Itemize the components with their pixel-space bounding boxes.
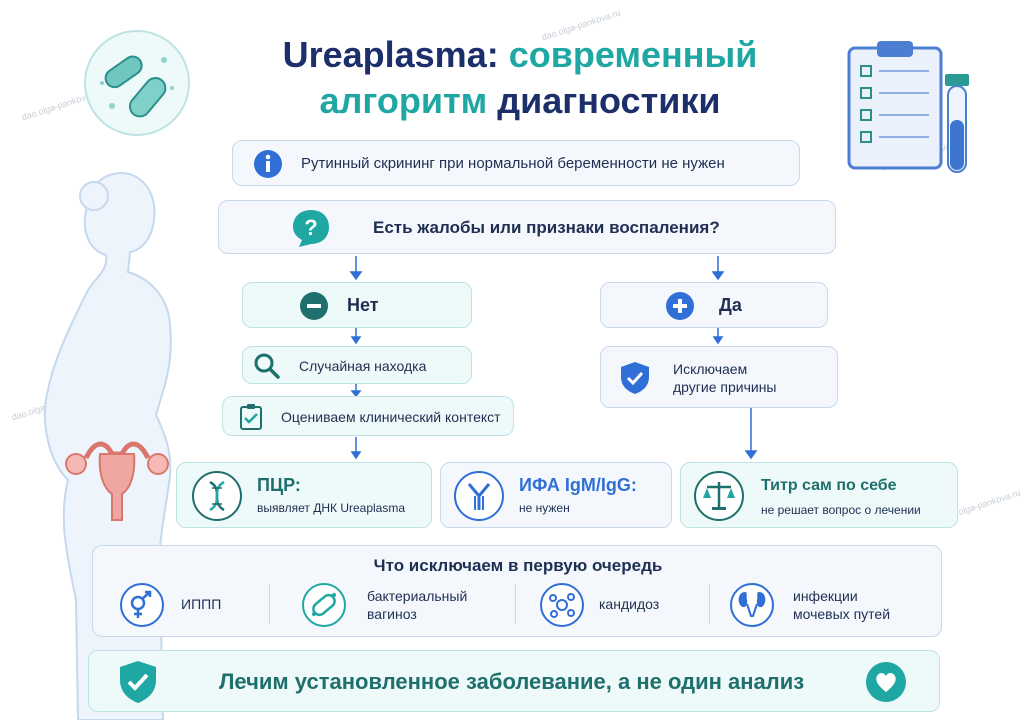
ifa-title: ИФА IgM/IgG: <box>519 475 637 495</box>
info-box: Рутинный скрининг при нормальной беремен… <box>232 140 800 186</box>
exclude-item-4-line2: мочевых путей <box>793 606 891 622</box>
random-finding-text: Случайная находка <box>299 358 427 374</box>
separator <box>515 584 516 624</box>
search-icon <box>254 353 280 379</box>
svg-text:?: ? <box>304 215 317 240</box>
exclude-item-3: кандидоз <box>599 596 660 612</box>
bottom-banner: Лечим установленное заболевание, а не од… <box>88 650 940 712</box>
test-tube-icon <box>945 74 969 173</box>
shield-check-icon <box>120 661 156 703</box>
microbe-icon <box>302 583 346 627</box>
titer-title: Титр сам по себе <box>761 477 897 494</box>
titer-box: Титр сам по себе не решает вопрос о лече… <box>680 462 958 528</box>
title-part: современный <box>508 34 758 75</box>
bacteria-icon <box>84 30 190 136</box>
page-title: Ureaplasma: современный алгоритм диагнос… <box>210 32 830 124</box>
separator <box>709 584 710 624</box>
no-box: Нет <box>242 282 472 328</box>
ifa-box: ИФА IgM/IgG: не нужен <box>440 462 672 528</box>
exclude-first-panel: Что исключаем в первую очередь ИППП бакт… <box>92 545 942 637</box>
separator <box>269 584 270 624</box>
yes-box: Да <box>600 282 828 328</box>
scales-icon <box>694 471 744 521</box>
exclude-other-box: Исключаем другие причины <box>600 346 838 408</box>
uterus-icon <box>65 441 169 521</box>
question-box: ? Есть жалобы или признаки воспаления? <box>218 200 836 254</box>
checklist-icon <box>240 404 262 430</box>
info-icon <box>254 150 282 178</box>
exclude-item-1: ИППП <box>181 596 222 612</box>
kidneys-icon <box>730 583 774 627</box>
pcr-title: ПЦР: <box>257 475 301 495</box>
heart-icon <box>866 662 906 702</box>
bottom-text: Лечим установленное заболевание, а не од… <box>219 669 805 694</box>
exclude-first-title: Что исключаем в первую очередь <box>373 556 663 575</box>
random-finding-box: Случайная находка <box>242 346 472 384</box>
exclude-other-line1: Исключаем <box>673 361 748 377</box>
question-text: Есть жалобы или признаки воспаления? <box>373 218 720 237</box>
exclude-other-line2: другие причины <box>673 379 777 395</box>
yes-label: Да <box>719 295 742 315</box>
title-part: диагностики <box>487 80 721 121</box>
clipboard-icon <box>847 41 943 170</box>
title-part: алгоритм <box>319 80 488 121</box>
exclude-item-4-line1: инфекции <box>793 588 858 604</box>
info-text: Рутинный скрининг при нормальной беремен… <box>301 155 725 172</box>
titer-desc: не решает вопрос о лечении <box>761 503 921 517</box>
ifa-desc: не нужен <box>519 501 570 515</box>
title-part: Ureaplasma: <box>282 34 509 75</box>
plus-icon <box>666 292 694 320</box>
clinical-context-text: Оцениваем клинический контекст <box>281 409 501 425</box>
clinical-context-box: Оцениваем клинический контекст <box>222 396 514 436</box>
no-label: Нет <box>347 295 379 315</box>
exclude-item-2-line2: вагиноз <box>367 606 417 622</box>
pcr-desc: выявляет ДНК Ureaplasma <box>257 501 406 515</box>
minus-icon <box>300 292 328 320</box>
shield-check-icon <box>621 362 649 394</box>
exclude-item-2-line1: бактериальный <box>367 588 468 604</box>
gender-icon <box>120 583 164 627</box>
question-icon: ? <box>293 210 329 247</box>
candida-icon <box>540 583 584 627</box>
dna-icon <box>192 471 242 521</box>
antibody-icon <box>454 471 504 521</box>
pcr-box: ПЦР: выявляет ДНК Ureaplasma <box>176 462 432 528</box>
